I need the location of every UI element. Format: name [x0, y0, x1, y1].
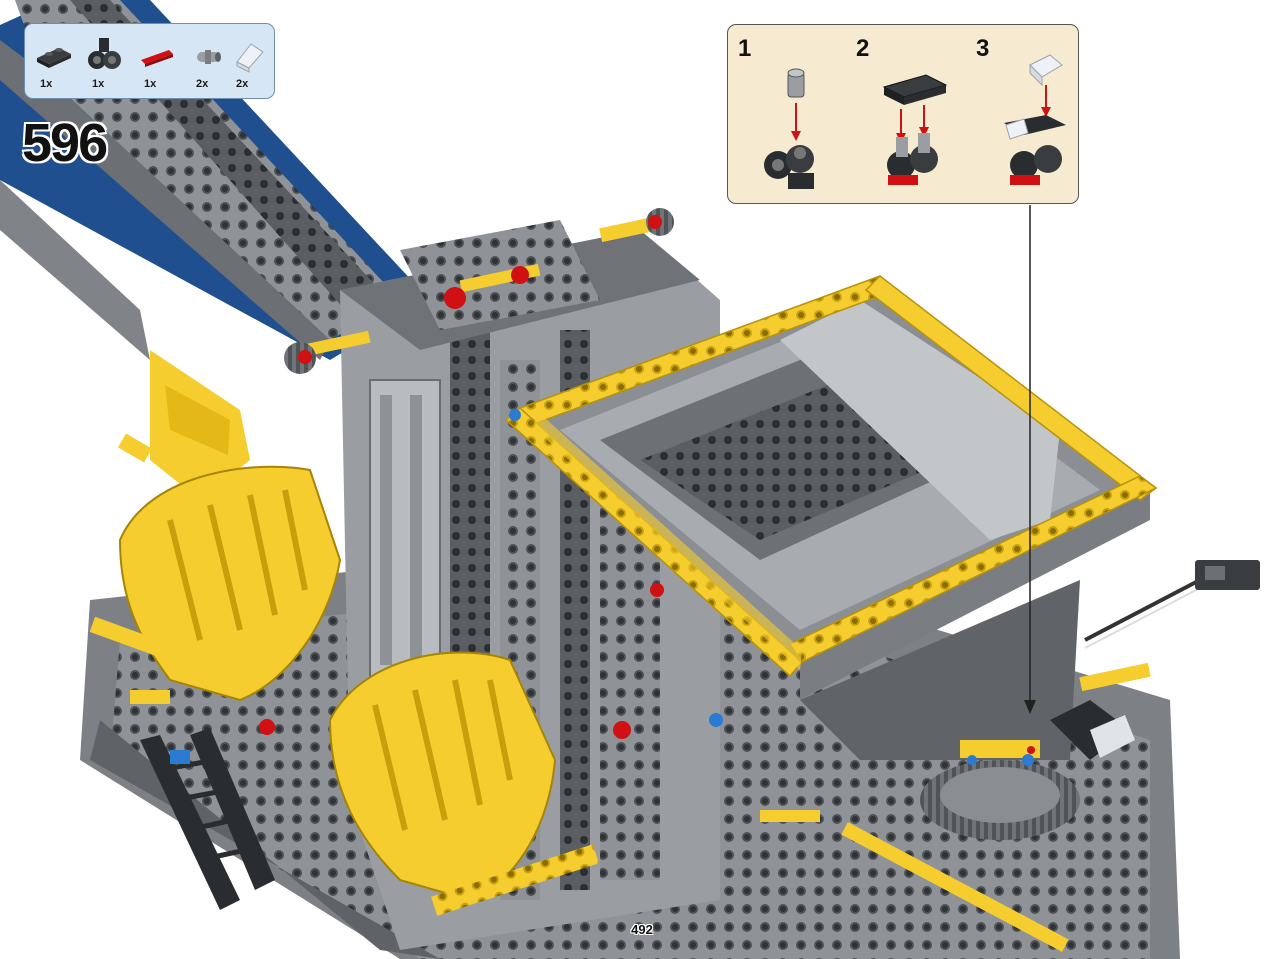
part-quantity: 1x	[92, 78, 105, 90]
black-plate-icon	[37, 48, 71, 68]
substep-number: 3	[976, 35, 990, 62]
substep: 2	[846, 25, 956, 203]
hopper	[504, 275, 1158, 760]
substep-number: 1	[738, 35, 752, 62]
callout-pointer	[1024, 205, 1036, 714]
step-number: 596	[22, 113, 108, 173]
clear-slope-icon	[236, 43, 264, 73]
substep-number: 2	[856, 35, 870, 62]
bucket-lower	[328, 651, 557, 902]
detail-pins	[259, 409, 1035, 766]
page-number: 492	[631, 922, 653, 937]
part-quantity: 1x	[144, 78, 157, 90]
yellow-cover-panel	[118, 350, 250, 500]
black-plate-onto-connector-icon	[882, 74, 948, 185]
part-item: 1x	[29, 28, 77, 96]
black-axle-connector-icon	[88, 38, 121, 69]
clear-slope-onto-assembly-icon	[1004, 54, 1066, 185]
part-item: 2x	[225, 28, 273, 96]
red-axle-icon	[141, 50, 173, 67]
subassembly-callout: 1 2 3	[727, 24, 1079, 204]
substep: 1	[728, 25, 838, 203]
substep: 3	[966, 25, 1076, 203]
part-quantity: 2x	[236, 78, 249, 90]
cable-sensor	[1050, 560, 1260, 760]
grey-pin-into-black-connector-icon	[764, 68, 814, 189]
bucket-upper	[118, 465, 342, 702]
part-item: 2x	[185, 28, 233, 96]
grey-pin-icon	[197, 50, 221, 64]
lower-yellow-beams	[89, 616, 1151, 952]
part-quantity: 1x	[40, 78, 53, 90]
yellow-axles	[284, 208, 674, 374]
part-item: 1x	[133, 28, 181, 96]
part-quantity: 2x	[196, 78, 209, 90]
parts-list: 1x 1x 1x 2x 2x	[24, 23, 275, 99]
ladder	[140, 728, 275, 910]
part-item: 1x	[81, 28, 129, 96]
turntable-gear	[920, 760, 1080, 840]
